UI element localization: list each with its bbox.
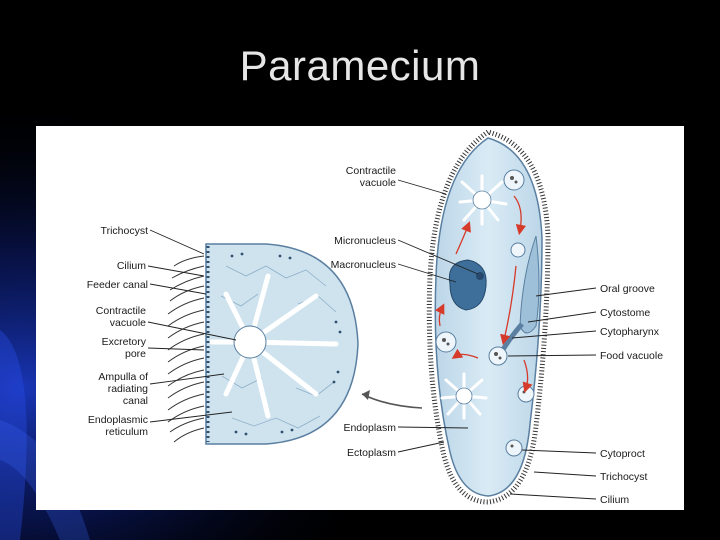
label-cytoproct: Cytoproct bbox=[600, 448, 645, 460]
label-cytostome: Cytostome bbox=[600, 307, 650, 319]
magnify-arrow bbox=[361, 393, 423, 409]
label-macronucleus: Macronucleus bbox=[331, 259, 396, 271]
label-endoplasmic-reticulum-1: Endoplasmic bbox=[88, 414, 148, 426]
label-cilium-right: Cilium bbox=[600, 494, 629, 506]
left-labels: Trichocyst Cilium Feeder canal Contracti… bbox=[87, 225, 149, 438]
label-ectoplasm: Ectoplasm bbox=[347, 447, 396, 459]
label-cilium-left: Cilium bbox=[117, 260, 146, 272]
label-oral-groove: Oral groove bbox=[600, 283, 655, 295]
right-leader-lines bbox=[507, 287, 597, 500]
label-micronucleus: Micronucleus bbox=[334, 235, 396, 247]
food-vacuoles bbox=[435, 169, 535, 457]
diagram-svg: Trichocyst Cilium Feeder canal Contracti… bbox=[87, 129, 663, 506]
label-contractile-vacuole-left-2: vacuole bbox=[110, 317, 146, 329]
cilia-fringe bbox=[426, 129, 551, 505]
left-leader-lines bbox=[147, 229, 237, 423]
label-endoplasmic-reticulum-2: reticulum bbox=[105, 426, 148, 438]
label-contractile-vacuole-center-1: Contractile bbox=[346, 165, 396, 177]
label-excretory-pore-1: Excretory bbox=[102, 336, 147, 348]
center-labels: Contractile vacuole Micronucleus Macronu… bbox=[331, 165, 397, 459]
magnified-cell-section bbox=[167, 243, 359, 445]
label-contractile-vacuole-center-2: vacuole bbox=[360, 177, 396, 189]
label-excretory-pore-2: pore bbox=[125, 348, 146, 360]
whole-paramecium bbox=[426, 129, 551, 505]
label-cytopharynx: Cytopharynx bbox=[600, 326, 660, 338]
label-feeder-canal: Feeder canal bbox=[87, 279, 148, 291]
label-endoplasm: Endoplasm bbox=[343, 422, 396, 434]
center-leader-lines bbox=[397, 179, 479, 453]
label-ampulla-3: canal bbox=[123, 395, 148, 407]
label-contractile-vacuole-left-1: Contractile bbox=[96, 305, 146, 317]
label-trichocyst-right: Trichocyst bbox=[600, 471, 648, 483]
label-trichocyst-left: Trichocyst bbox=[101, 225, 149, 237]
label-food-vacuole: Food vacuole bbox=[600, 350, 663, 362]
cyclosis-arrows bbox=[435, 195, 533, 393]
oral-groove-shape bbox=[519, 235, 540, 334]
paramecium-diagram: Trichocyst Cilium Feeder canal Contracti… bbox=[36, 126, 684, 510]
magnify-arrowhead bbox=[362, 390, 370, 400]
macronucleus-shape bbox=[448, 259, 487, 311]
label-ampulla-1: Ampulla of bbox=[98, 371, 148, 383]
label-ampulla-2: radiating bbox=[108, 383, 148, 395]
slide-title: Paramecium bbox=[239, 42, 481, 89]
right-labels: Oral groove Cytostome Cytopharynx Food v… bbox=[600, 283, 663, 506]
